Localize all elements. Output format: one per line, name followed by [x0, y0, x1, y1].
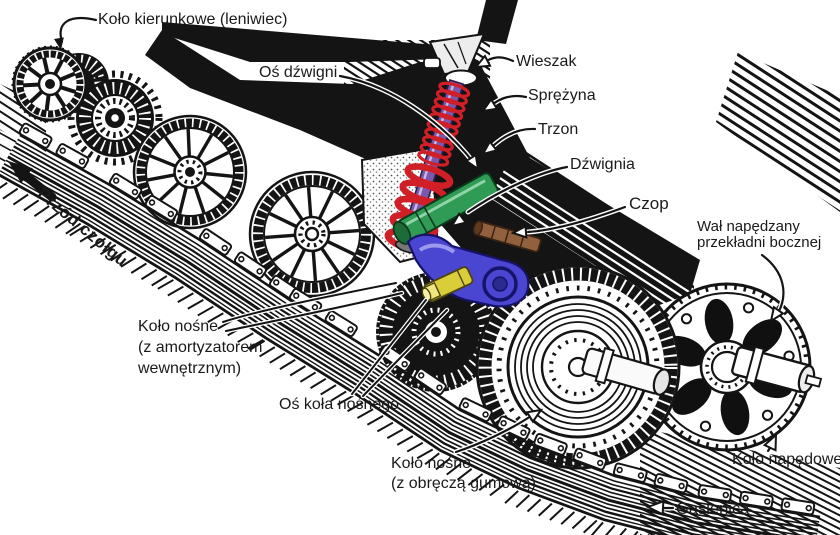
label-hanger: Wieszak [516, 53, 577, 70]
leader-drive-wheel [762, 432, 778, 454]
label-spring: Sprężyna [528, 87, 596, 104]
wheel-road-3 [132, 114, 248, 230]
leader-hanger [473, 54, 516, 69]
hull-top-rail [162, 22, 472, 62]
wheel-toothed [67, 70, 163, 166]
label-roadwheel-internal: Koło nośne (z amortyzatorem wewnętrznym) [138, 318, 263, 377]
leader-track [645, 499, 676, 516]
label-track: Gąsienica [676, 500, 750, 518]
label-driven-shaft: Wał napędzany przekładni bocznej [697, 218, 822, 251]
leader-lever [449, 164, 570, 228]
leader-spring [480, 93, 529, 113]
wheel-idler [11, 45, 89, 123]
pivot-pin-czop [472, 220, 542, 253]
leader-roadwheel-internal [220, 280, 405, 334]
leader-lever-axis [337, 73, 480, 172]
road-wheel-axle-yellow [421, 266, 474, 303]
wheel-drive [642, 282, 823, 452]
leader-arrows [8, 15, 786, 516]
label-roadwheel-axle: Oś koła nośnego [279, 396, 400, 413]
leader-idler-wheel [53, 15, 99, 50]
wheel-assemblies [11, 45, 823, 470]
leader-driven-shaft [759, 252, 786, 324]
leader-pin [510, 204, 628, 239]
leader-rod [480, 126, 538, 156]
track-gasienica [0, 122, 821, 535]
leader-roadwheel-rubber [453, 408, 544, 455]
label-lever: Dźwignia [570, 156, 635, 173]
hull-upper-wedge [476, 0, 518, 44]
wheel-road-4 [248, 170, 376, 298]
suspension-assembly [384, 32, 542, 308]
label-lever-axis: Oś dźwigni [259, 64, 338, 81]
leader-roadwheel-axle [349, 297, 450, 399]
label-idler-wheel: Koło kierunkowe (leniwiec) [98, 11, 288, 28]
label-drive-wheel: Koło napędowe [732, 451, 840, 468]
label-rod: Trzon [538, 121, 579, 138]
label-pin: Czop [629, 194, 669, 213]
front-direction-arrow [8, 161, 57, 202]
lever-axis-shaft [392, 172, 499, 245]
label-roadwheel-rubber: Koło nośne (z obręczą gumową) [391, 455, 536, 492]
